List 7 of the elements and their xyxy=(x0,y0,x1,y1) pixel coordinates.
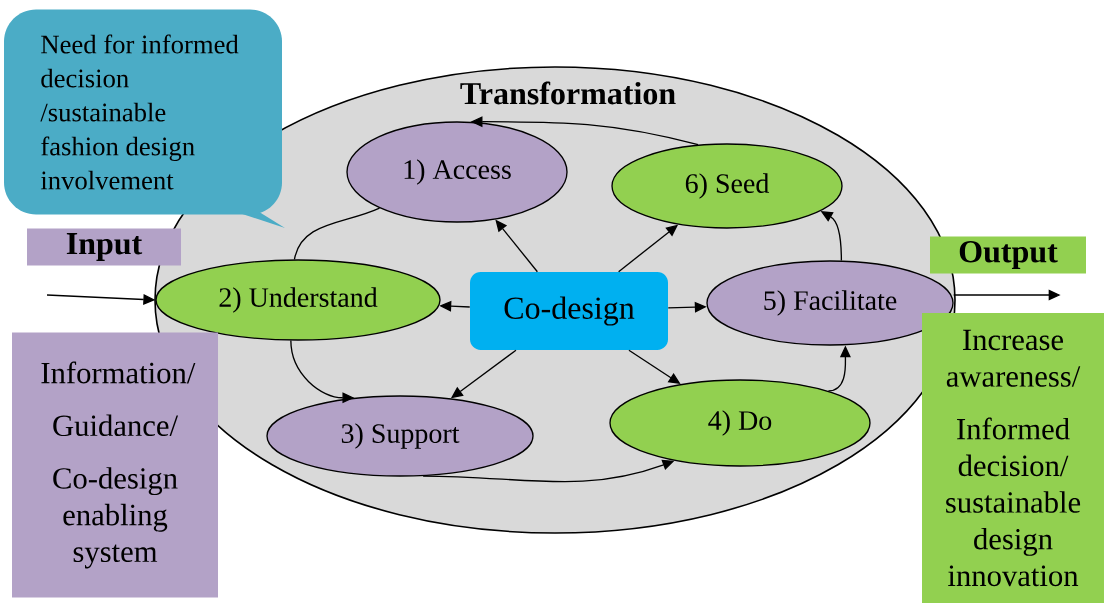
hub-box: Co-design xyxy=(470,272,668,350)
speech-bubble: Need for informed decision /sustainable fashion design involvement xyxy=(4,9,285,228)
heading-box: Input xyxy=(27,228,181,266)
connector-line xyxy=(293,207,381,260)
heading-box: Output xyxy=(930,236,1086,274)
text-box: Information/ Guidance/ Co-design enabling system xyxy=(12,332,218,598)
text-box: Increase awareness/ Informed decision/ sustainable design innovation xyxy=(922,313,1104,603)
